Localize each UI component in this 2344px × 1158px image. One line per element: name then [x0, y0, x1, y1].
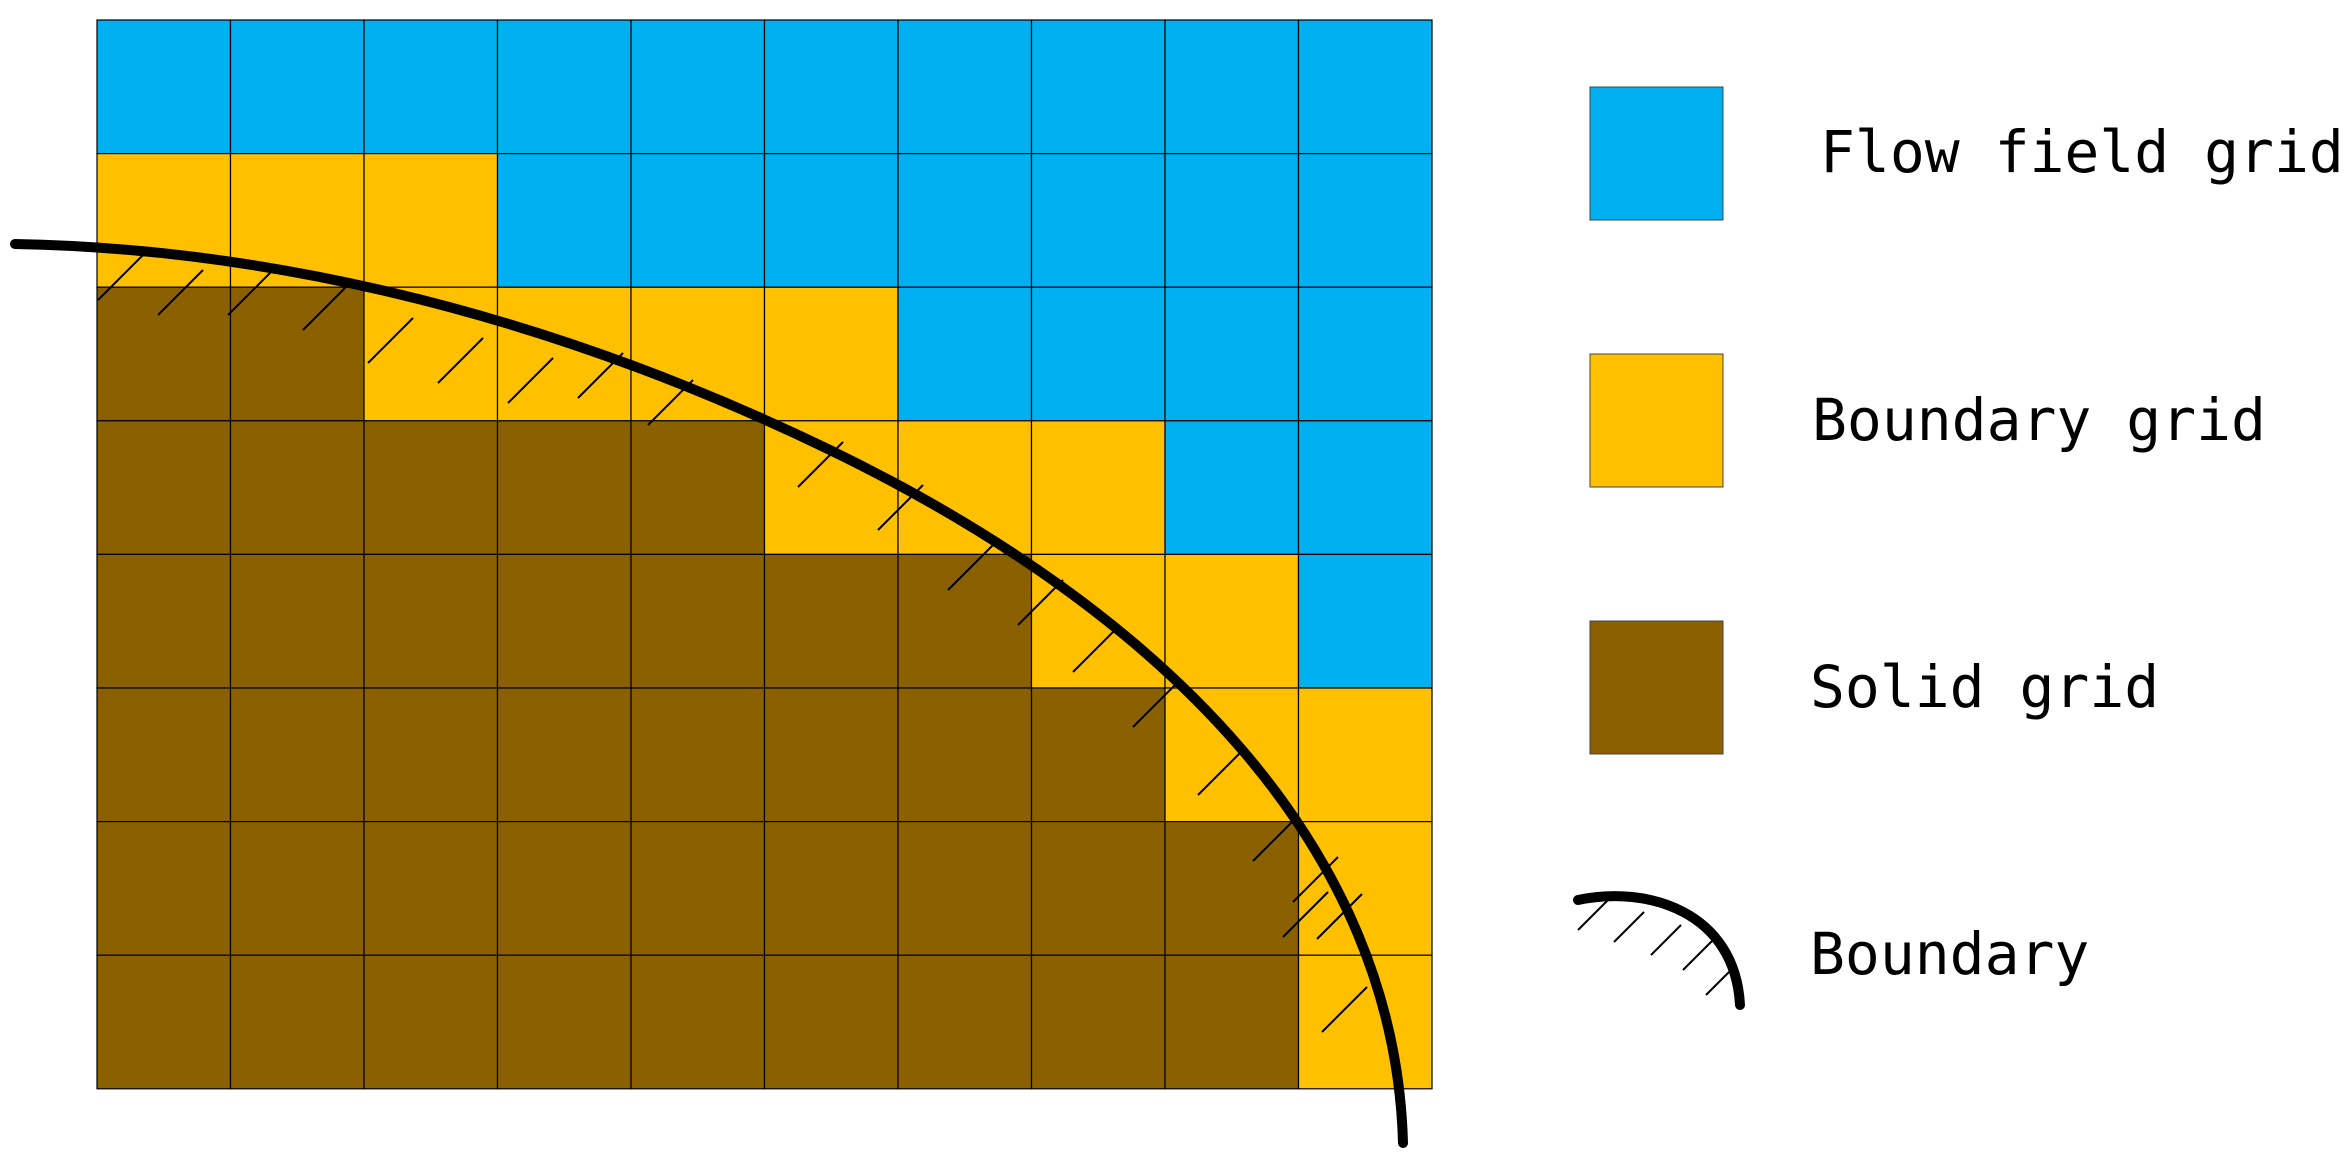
flow-field-cell: [1164, 153, 1300, 288]
legend-label-boundary-curve: Boundary: [1810, 920, 2089, 988]
flow-field-cell: [363, 19, 499, 155]
solid-cell: [1030, 954, 1166, 1090]
solid-cell: [229, 687, 365, 823]
solid-cell: [363, 954, 499, 1090]
flow-field-cell: [897, 19, 1033, 155]
flow-field-cell: [1164, 19, 1300, 155]
flow-field-cell: [1297, 19, 1433, 155]
solid-cell: [496, 687, 632, 823]
solid-cell: [897, 687, 1033, 823]
flow-field-cell: [1297, 553, 1433, 689]
solid-cell: [363, 553, 499, 689]
boundary-cell: [1164, 553, 1300, 689]
flow-field-cell: [1030, 153, 1166, 288]
solid-cell: [630, 954, 766, 1090]
solid-cell: [1164, 954, 1300, 1090]
solid-cell: [630, 820, 766, 956]
flow-field-cell: [763, 19, 899, 155]
flow-field-cell: [1297, 286, 1433, 422]
solid-cell: [897, 954, 1033, 1090]
solid-cell: [496, 820, 632, 956]
flow-field-cell: [1297, 153, 1433, 288]
boundary-cell: [630, 286, 766, 422]
solid-cell: [229, 420, 365, 555]
flow-field-cell: [1030, 286, 1166, 422]
solid-cell: [763, 553, 899, 689]
solid-cell: [897, 820, 1033, 956]
legend-swatch-flow: [1589, 86, 1724, 221]
boundary-cell: [1297, 687, 1433, 823]
solid-cell: [96, 954, 232, 1090]
legend: Flow field grid Boundary grid Solid grid…: [1573, 86, 2344, 1010]
solid-cell: [496, 954, 632, 1090]
flow-field-cell: [496, 153, 632, 288]
boundary-cell: [1297, 954, 1433, 1090]
flow-field-cell: [229, 19, 365, 155]
solid-cell: [496, 553, 632, 689]
solid-cell: [630, 553, 766, 689]
legend-label-flow: Flow field grid: [1820, 118, 2344, 186]
flow-field-cell: [630, 153, 766, 288]
solid-cell: [363, 420, 499, 555]
solid-cell: [96, 687, 232, 823]
solid-cell: [763, 954, 899, 1090]
solid-cell: [363, 820, 499, 956]
flow-field-cell: [1164, 286, 1300, 422]
boundary-cell: [1297, 820, 1433, 956]
solid-cell: [229, 286, 365, 422]
boundary-cell: [1030, 420, 1166, 555]
boundary-cell: [763, 420, 899, 555]
solid-cell: [630, 420, 766, 555]
flow-field-cell: [897, 153, 1033, 288]
flow-field-cell: [630, 19, 766, 155]
solid-cell: [229, 553, 365, 689]
flow-field-cell: [1297, 420, 1433, 555]
boundary-cell: [96, 153, 232, 288]
legend-label-boundary-cell: Boundary grid: [1812, 386, 2266, 454]
legend-boundary-curve-icon: [1573, 891, 1745, 1010]
flow-field-cell: [96, 19, 232, 155]
solid-cell: [96, 420, 232, 555]
legend-swatch-solid: [1589, 620, 1724, 755]
solid-cell: [496, 420, 632, 555]
solid-cell: [96, 286, 232, 422]
boundary-cell: [897, 420, 1033, 555]
legend-swatch-boundary-cell: [1589, 353, 1724, 488]
flow-field-cell: [763, 153, 899, 288]
solid-cell: [1030, 687, 1166, 823]
boundary-curve: [10, 239, 1408, 1148]
solid-cell: [1164, 820, 1300, 956]
flow-field-cell: [1030, 19, 1166, 155]
solid-cell: [1030, 820, 1166, 956]
solid-cell: [363, 687, 499, 823]
solid-cell: [229, 820, 365, 956]
legend-label-solid: Solid grid: [1810, 653, 2159, 721]
solid-cell: [763, 687, 899, 823]
solid-cell: [630, 687, 766, 823]
solid-cell: [897, 553, 1033, 689]
solid-cell: [96, 820, 232, 956]
flow-field-cell: [1164, 420, 1300, 555]
boundary-cell: [363, 153, 499, 288]
cartesian-grid: [96, 19, 1433, 1090]
flow-field-cell: [897, 286, 1033, 422]
boundary-cell: [763, 286, 899, 422]
flow-field-cell: [496, 19, 632, 155]
solid-cell: [763, 820, 899, 956]
solid-cell: [96, 553, 232, 689]
solid-cell: [229, 954, 365, 1090]
